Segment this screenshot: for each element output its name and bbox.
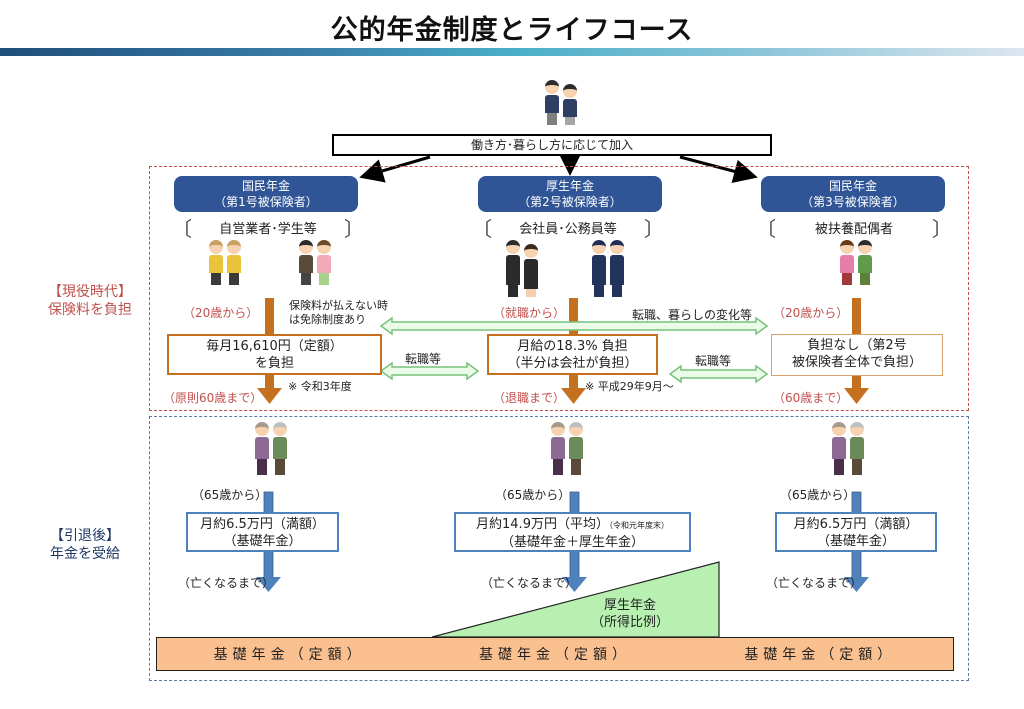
category-header-2: 厚生年金 （第2号被保険者） xyxy=(478,176,662,212)
category-1-payment-line1: 毎月16,610円（定額） xyxy=(206,339,343,354)
category-2-benefit-end: （亡くなるまで） xyxy=(481,576,578,590)
kousei-wedge-line2: （所得比例） xyxy=(590,615,669,630)
active-label-line2: 保険料を負担 xyxy=(48,302,132,318)
category-2-members-text: 会社員･公務員等 xyxy=(519,222,617,237)
exemption-note: 保険料が払えない時 は免除制度あり xyxy=(289,299,388,327)
exemption-note-line1: 保険料が払えない時 xyxy=(289,299,388,312)
category-2-benefit-box: 月約14.9万円（平均）（令和元年度末） （基礎年金＋厚生年金） xyxy=(454,512,691,552)
category-2-start: （就職から） xyxy=(493,306,566,320)
category-2-end: （退職まで） xyxy=(493,391,566,405)
category-3-payment-line2: 被保険者全体で負担） xyxy=(791,355,922,370)
category-2-footnote: ※ 平成29年9月～ xyxy=(585,380,674,393)
category-3-members: 〔被扶養配偶者〕 xyxy=(756,217,952,241)
exemption-note-line2: は免除制度あり xyxy=(289,313,366,326)
category-3-benefit-box: 月約6.5万円（満額） （基礎年金） xyxy=(775,512,937,552)
category-3-subtitle: （第3号被保険者） xyxy=(801,195,905,209)
category-1-payment-line2: を負担 xyxy=(254,356,294,371)
category-3-start-age: （20歳から） xyxy=(773,306,849,320)
category-1-benefit-line1: 月約6.5万円（満額） xyxy=(200,517,325,532)
category-2-benefit-note: （令和元年度末） xyxy=(608,521,669,530)
office-workers-illustration xyxy=(502,240,542,297)
category-2-benefit-line1: 月約14.9万円（平均） xyxy=(476,517,609,532)
category-1-benefit-start: （65歳から） xyxy=(192,488,268,502)
category-1-members-text: 自営業者･学生等 xyxy=(219,222,317,237)
category-3-payment-box: 負担なし（第2号 被保険者全体で負担） xyxy=(771,334,943,376)
farmers-illustration xyxy=(200,240,250,285)
title-underline-bar xyxy=(0,48,1024,56)
category-3-members-text: 被扶養配偶者 xyxy=(814,222,893,237)
category-3-title: 国民年金 xyxy=(828,179,877,193)
spouses-illustration xyxy=(836,240,876,285)
active-period-frame xyxy=(149,166,969,411)
base-pension-bar: 基礎年金（定額） 基礎年金（定額） 基礎年金（定額） xyxy=(156,637,954,671)
elderly-couple-illustration-1 xyxy=(251,422,291,475)
students-illustration xyxy=(541,80,581,125)
category-1-start-age: （20歳から） xyxy=(183,306,259,320)
category-1-members: 〔自営業者･学生等〕 xyxy=(172,217,364,241)
base-pension-segment-1: 基礎年金（定額） xyxy=(213,647,366,663)
public-servants-illustration xyxy=(588,240,628,297)
active-label-line1: 【現役時代】 xyxy=(48,284,132,300)
base-pension-segment-3: 基礎年金（定額） xyxy=(744,647,897,663)
join-box: 働き方･暮らし方に応じて加入 xyxy=(332,134,772,156)
category-1-end-age: （原則60歳まで） xyxy=(163,391,263,405)
category-1-title: 国民年金 xyxy=(241,179,290,193)
category-header-3: 国民年金 （第3号被保険者） xyxy=(761,176,945,212)
retire-label-line2: 年金を受給 xyxy=(50,546,120,562)
kousei-wedge-label: 厚生年金 （所得比例） xyxy=(585,597,675,631)
category-2-subtitle: （第2号被保険者） xyxy=(518,195,622,209)
category-2-benefit-start: （65歳から） xyxy=(495,488,571,502)
category-1-benefit-line2: （基礎年金） xyxy=(223,534,302,549)
category-1-benefit-box: 月約6.5万円（満額） （基礎年金） xyxy=(186,512,339,552)
category-1-footnote: ※ 令和3年度 xyxy=(288,380,352,393)
category-2-payment-line1: 月給の18.3% 負担 xyxy=(517,339,628,354)
students-casual-illustration xyxy=(293,240,337,285)
category-1-payment-box: 毎月16,610円（定額） を負担 xyxy=(167,334,382,375)
category-2-payment-box: 月給の18.3% 負担 （半分は会社が負担） xyxy=(487,334,658,375)
category-2-benefit-line2: （基礎年金＋厚生年金） xyxy=(500,535,644,550)
category-2-members: 〔会社員･公務員等〕 xyxy=(472,217,664,241)
elderly-couple-illustration-3 xyxy=(828,422,868,475)
job-change-label-right: 転職等 xyxy=(695,354,732,368)
retire-label-line1: 【引退後】 xyxy=(50,528,120,544)
retirement-period-label: 【引退後】 年金を受給 xyxy=(30,527,140,563)
category-header-1: 国民年金 （第1号被保険者） xyxy=(174,176,358,212)
category-3-benefit-end: （亡くなるまで） xyxy=(766,576,863,590)
active-period-label: 【現役時代】 保険料を負担 xyxy=(35,283,145,319)
elderly-couple-illustration-2 xyxy=(547,422,587,475)
category-3-benefit-start: （65歳から） xyxy=(780,488,856,502)
category-2-title: 厚生年金 xyxy=(545,179,594,193)
category-3-payment-line1: 負担なし（第2号 xyxy=(807,338,907,353)
category-1-subtitle: （第1号被保険者） xyxy=(214,195,318,209)
job-change-label-left: 転職等 xyxy=(405,352,442,366)
retirement-period-frame xyxy=(149,416,969,681)
category-3-benefit-line2: （基礎年金） xyxy=(816,534,895,549)
category-1-benefit-end: （亡くなるまで） xyxy=(178,576,275,590)
kousei-wedge-line1: 厚生年金 xyxy=(603,598,656,613)
category-3-benefit-line1: 月約6.5万円（満額） xyxy=(793,517,919,532)
page-title: 公的年金制度とライフコース xyxy=(330,15,694,46)
base-pension-segment-2: 基礎年金（定額） xyxy=(478,647,631,663)
life-change-label: 転職、暮らしの変化等 xyxy=(632,308,753,322)
category-2-payment-line2: （半分は会社が負担） xyxy=(507,356,638,371)
category-3-end-age: （60歳まで） xyxy=(773,391,849,405)
